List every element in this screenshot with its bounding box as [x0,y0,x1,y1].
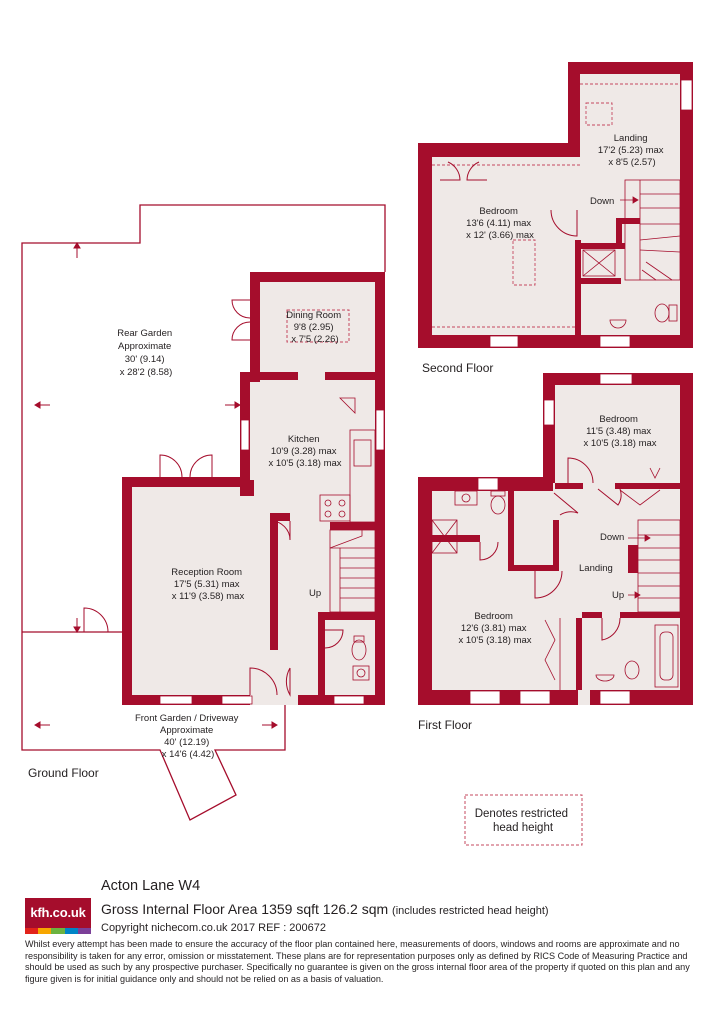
second-bedroom-dim2: x 12' (3.66) max [466,230,534,241]
first-bedroom-rear-label: Bedroom [599,414,638,425]
svg-text:Dining Room 9'8 (2.95): Dining Room 9'8 (2.95) x 7'5 (2.26) [286,310,344,345]
rear-garden-note: Approximate [118,341,171,352]
reception-room-dim1: 17'5 (5.31) max [174,579,240,590]
logo-stripes [25,928,91,934]
first-bedroom-rear-dim1: 11'5 (3.48) max [586,426,651,437]
dining-restricted-area [286,309,350,343]
kitchen-dim2: x 10'5 (3.18) max [268,458,341,469]
svg-text:Bedroom 13'6 (4.11) max: Bedroom 13'6 (4.11) max x 12' (3.66) max [466,206,534,241]
logo-stripe [64,928,78,934]
front-garden-note: Approximate [160,725,213,736]
dining-room-dim2: x 7'5 (2.26) [291,334,338,345]
property-address: Acton Lane W4 [101,878,201,894]
first-wardrobes [544,467,661,690]
first-bathroom-fittings [431,490,679,688]
second-landing-label: Landing [614,133,648,144]
first-bedroom-front-label: Bedroom [474,611,513,622]
logo-stripe [51,928,65,934]
second-floor-area [418,62,693,348]
second-windows [489,79,693,348]
logo-stripe [25,928,39,934]
rear-garden-dim1: 30' (9.14) [125,354,165,365]
rear-garden-dim2: x 28'2 (8.58) [120,367,173,378]
first-stairs [628,519,681,613]
first-floor-title: First Floor [418,718,472,732]
dining-room-label: Dining Room [286,310,341,321]
svg-text:Front Garden / Driveway: Front Garden / Driveway Approximate 40' … [135,713,241,760]
legend-line1: Denotes restricted [475,808,568,820]
logo-stripe [77,928,91,934]
ground-wc [351,635,370,681]
second-bedroom-label: Bedroom [479,206,518,217]
kfh-logo[interactable]: kfh.co.uk [25,898,91,934]
front-garden-dim2: x 14'6 (4.42) [162,749,215,760]
svg-text:Bedroom 11'5 (3.48) max: Bedroom 11'5 (3.48) max x 10'5 (3.18) ma… [583,414,656,449]
second-restricted-areas [432,83,680,328]
svg-text:Rear Garden Approximate: Rear Garden Approximate 30' (9.14) x 28'… [117,328,175,378]
floor-area: Gross Internal Floor Area 1359 sqft 126.… [101,901,389,917]
copyright: Copyright nichecom.co.uk 2017 REF : 2006… [101,922,327,934]
second-floor: Bedroom 13'6 (4.11) max x 12' (3.66) max… [418,62,693,375]
first-floor: Bedroom 11'5 (3.48) max x 10'5 (3.18) ma… [418,373,693,732]
ground-floor-title: Ground Floor [28,766,99,780]
legend-line2: head height [493,822,554,834]
first-doors [479,457,622,641]
second-doors [440,161,578,237]
floor-area-line: Gross Internal Floor Area 1359 sqft 126.… [101,901,549,917]
svg-text:Bedroom 12'6 (3.81) max: Bedroom 12'6 (3.81) max x 10'5 (3.18) ma… [458,611,531,646]
first-stairs-up: Up [612,590,624,601]
second-stairs [620,179,681,281]
reception-room-label: Reception Room [171,567,242,578]
footer: kfh.co.uk Acton Lane W4 Gross Internal F… [0,876,715,1033]
front-garden-label: Front Garden / Driveway [135,713,239,724]
first-bedroom-front-dim1: 12'6 (3.81) max [461,623,527,634]
second-floor-title: Second Floor [422,361,493,375]
legend-restricted-swatch [464,794,583,846]
legend: Denotes restricted head height [464,794,583,846]
first-bedroom-front-dim2: x 10'5 (3.18) max [458,635,531,646]
ground-windows [159,409,385,705]
svg-text:Reception Room 17'5 (5.3: Reception Room 17'5 (5.31) max x 11'9 (3… [171,567,244,602]
front-garden-dim1: 40' (12.19) [164,737,209,748]
rear-garden-label: Rear Garden [117,328,172,339]
first-bedroom-rear-dim2: x 10'5 (3.18) max [583,438,656,449]
second-bathroom [582,249,678,329]
second-landing-dim1: 17'2 (5.23) max [598,145,664,156]
svg-text:Denotes restricted head: Denotes restricted head height [475,808,572,834]
first-windows [469,373,633,705]
floor-area-note: (includes restricted head height) [392,905,549,917]
second-bedroom-dim1: 13'6 (4.11) max [466,218,531,229]
first-stairs-down: Down [600,532,624,543]
kitchen-label: Kitchen [288,434,320,445]
ground-stairs [329,529,376,613]
second-landing-dim2: x 8'5 (2.57) [608,157,655,168]
garden-gate [83,607,109,633]
disclaimer: Whilst every attempt has been made to en… [25,939,690,984]
ground-floor: Rear Garden Approximate 30' (9.14) x 28'… [21,204,386,821]
ground-doors [249,520,344,697]
kitchen-dim1: 10'9 (3.28) max [271,446,337,457]
dining-room-dim1: 9'8 (2.95) [294,322,334,333]
garden-dimension-arrows [34,242,278,729]
second-stairs-down: Down [590,196,614,207]
first-landing-label: Landing [579,563,613,574]
front-garden-boundary [21,632,286,821]
logo-text: kfh.co.uk [30,905,86,920]
kitchen-fittings [319,397,376,523]
svg-text:Landing 17'2 (5.23) max: Landing 17'2 (5.23) max x 8'5 (2.57) [598,133,666,168]
logo-stripe [38,928,52,934]
reception-room-dim2: x 11'9 (3.58) max [172,591,245,602]
floor-plan: Rear Garden Approximate 30' (9.14) x 28'… [21,62,693,846]
french-doors [159,299,251,478]
svg-text:Kitchen 10'9 (3.28) max: Kitchen 10'9 (3.28) max x 10'5 (3.18) ma… [268,434,341,469]
ground-stairs-up: Up [309,588,321,599]
rear-garden-boundary [21,204,386,632]
